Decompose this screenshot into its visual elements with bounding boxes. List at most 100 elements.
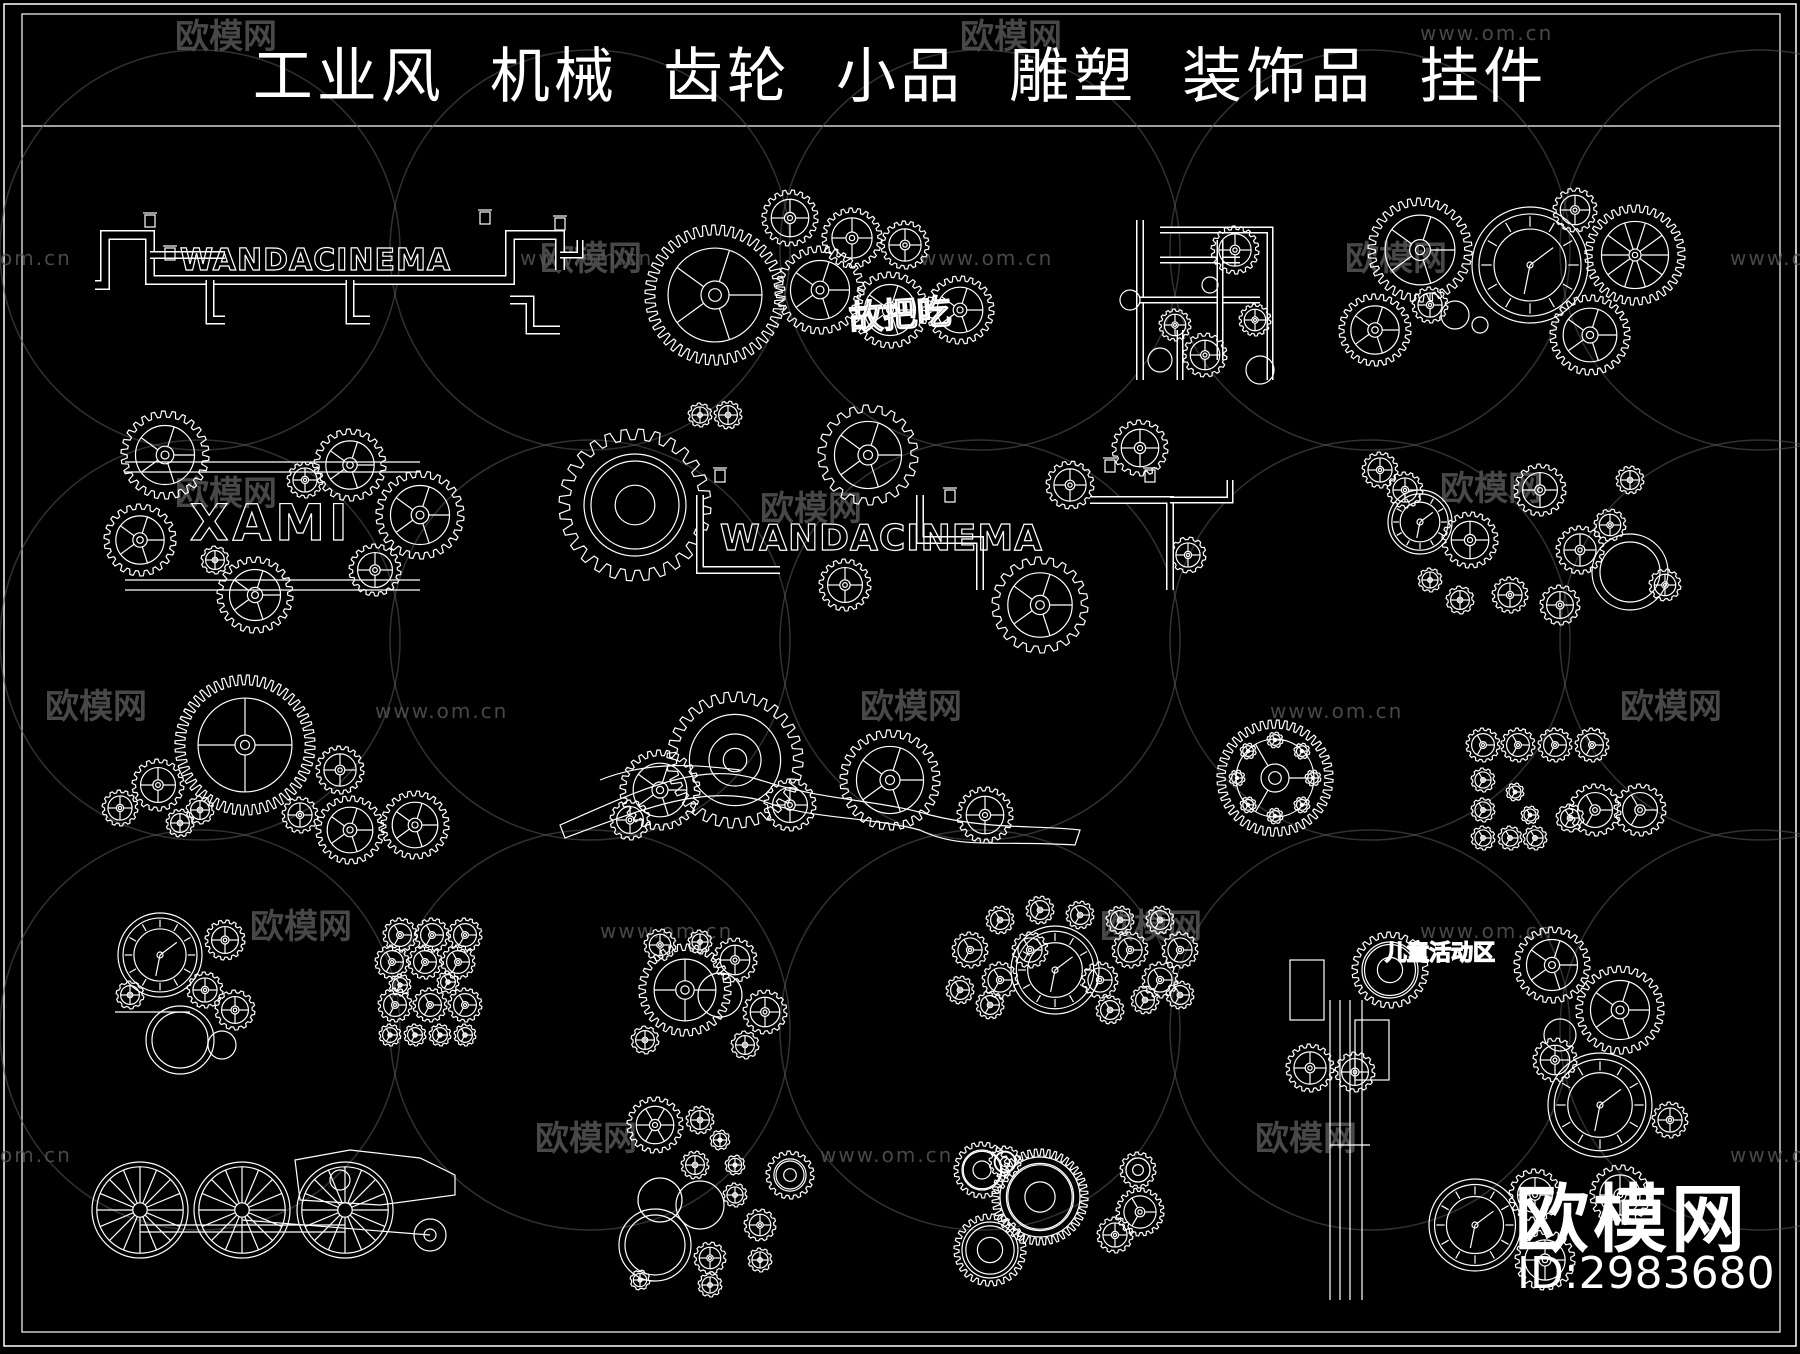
gear (680, 1150, 710, 1180)
valve (478, 209, 492, 225)
kids-area-sign-post: 儿童活动区 (1285, 931, 1496, 1300)
gear (1615, 465, 1645, 495)
valve (553, 215, 567, 231)
gear-cluster-calligraphy: 故把吃 (644, 189, 995, 366)
gear (315, 745, 365, 795)
ring (1440, 300, 1470, 330)
pipe (510, 295, 560, 335)
gear (1338, 293, 1412, 367)
gear (975, 990, 1005, 1020)
ring (1147, 347, 1173, 373)
gear (200, 545, 230, 575)
gear (348, 543, 402, 597)
kids-area-sign: 儿童活动区 (1384, 940, 1495, 966)
gear (414, 917, 450, 953)
gear (953, 1213, 1027, 1287)
gear (1351, 931, 1429, 1009)
clock-gear-stack-left (115, 912, 256, 1075)
watermark-url: www.om.cn (1420, 919, 1553, 943)
ring (145, 1005, 215, 1075)
gear (988, 1145, 1022, 1179)
gear (1589, 1164, 1651, 1226)
ring (637, 1177, 683, 1223)
gear (1210, 225, 1260, 275)
watermark-url-partial: om.cn (0, 1143, 72, 1167)
gear (165, 808, 195, 838)
gear (709, 1129, 731, 1151)
gear (630, 1025, 660, 1055)
gear (818, 558, 872, 612)
gear (991, 1148, 1089, 1246)
gear (1011, 931, 1049, 969)
gear (131, 758, 185, 812)
gear (1445, 585, 1475, 615)
gear (374, 944, 410, 980)
gear (380, 790, 450, 860)
watermark-logo: 欧模网 (760, 489, 862, 529)
gear (1532, 1037, 1578, 1083)
gear (1367, 197, 1473, 303)
clock-face (1471, 206, 1589, 324)
gear-clock-cluster-top-right (1338, 187, 1686, 376)
gear (407, 944, 443, 980)
gear (1574, 727, 1610, 763)
gear (1555, 525, 1605, 575)
gear (1096, 1216, 1134, 1254)
gear (1111, 419, 1169, 477)
gear (1613, 783, 1667, 837)
sign-wandacinema-gears-mid: WANDACINEMA (558, 400, 1234, 654)
gear (1568, 783, 1622, 837)
gear (1165, 980, 1195, 1010)
gear (440, 944, 476, 980)
gear (747, 1247, 773, 1273)
gear (1266, 807, 1284, 825)
gear-clock-band (945, 895, 1199, 1025)
gear (1537, 727, 1573, 763)
gear (1411, 286, 1449, 324)
xami-sign: XAMI (190, 494, 352, 552)
gear (1158, 308, 1192, 342)
ring (1201, 276, 1219, 294)
watermark-url: www.om.cn (820, 1143, 953, 1167)
gear (101, 789, 139, 827)
gear (956, 786, 1014, 844)
gear (638, 943, 732, 1037)
gear (644, 224, 786, 366)
spoked-wheel (296, 1161, 394, 1259)
gear (713, 400, 743, 430)
gear (1266, 731, 1284, 749)
ring (675, 1180, 725, 1230)
gear (281, 796, 319, 834)
ring (1245, 355, 1275, 385)
spoked-wheel (91, 1161, 189, 1259)
calligraphy-sign: 故把吃 (848, 292, 953, 339)
gear (1182, 332, 1228, 378)
pipe (1090, 496, 1174, 590)
gear (103, 503, 177, 577)
gear (1045, 460, 1095, 510)
gear (981, 961, 1019, 999)
watermark-logo: 欧模网 (1255, 1119, 1357, 1159)
gear (185, 795, 215, 825)
gear (1520, 805, 1540, 825)
ring (329, 1169, 351, 1191)
gear (1105, 905, 1135, 935)
watermark-url: www.om.cn (1730, 246, 1800, 270)
gear (1293, 742, 1311, 760)
gear (851, 271, 929, 349)
gear (945, 975, 975, 1005)
watermark-url: www.om.cn (1730, 1143, 1800, 1167)
ring (413, 1218, 447, 1252)
ring (151, 1011, 209, 1069)
gear (1648, 568, 1682, 602)
locomotive-wheels (91, 1149, 456, 1259)
gear (619, 749, 701, 831)
gear (1539, 584, 1581, 626)
ring (1599, 541, 1661, 603)
gear (1025, 895, 1055, 925)
gear (1505, 782, 1525, 802)
gear (1293, 796, 1311, 814)
gear-grid-corner (1465, 727, 1667, 851)
gear (687, 929, 713, 955)
